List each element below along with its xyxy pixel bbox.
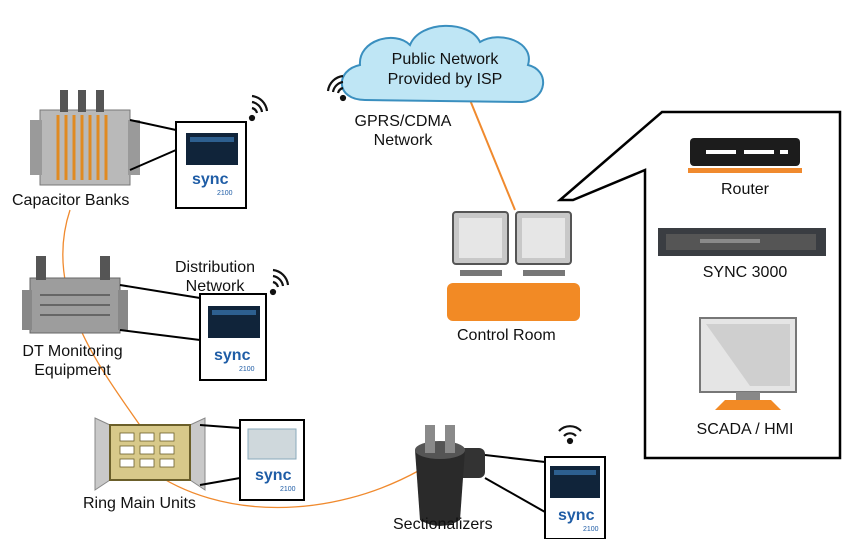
scada-monitor-icon (699, 317, 797, 410)
signal-icon-capacitor (248, 94, 269, 122)
sync-model: 2100 (280, 486, 296, 493)
link-ring-to-sectionalizer (149, 469, 421, 509)
sync-model: 2100 (217, 190, 233, 197)
sync3000-label: SYNC 3000 (702, 264, 788, 281)
link-cloud-to-control (469, 99, 516, 211)
signal-icon-gprs (326, 74, 347, 102)
cloud-line2: Provided by ISP (387, 71, 503, 88)
scada-label: SCADA / HMI (696, 421, 794, 438)
callout-line-capacitor (129, 119, 177, 131)
ring-main-unit-icon (94, 417, 206, 491)
sync-logo: sync (192, 171, 229, 188)
sync-model: 2100 (583, 526, 599, 533)
capacitor-banks-label: Capacitor Banks (12, 192, 130, 209)
callout-line-rmu (199, 424, 241, 429)
cloud-icon (340, 24, 545, 104)
monitor-left-icon (452, 211, 509, 276)
control-room-desk (447, 283, 580, 321)
link-capacitor-to-ring (62, 209, 151, 441)
sync-model: 2100 (239, 366, 255, 373)
callout-line-dt (119, 284, 201, 299)
dt-monitoring-label: DT Monitoring Equipment (22, 343, 123, 379)
sectionalizer-icon (415, 425, 485, 526)
wifi-icon-sectionalizer (558, 425, 582, 445)
gprs-label: GPRS/CDMA Network (354, 113, 452, 149)
signal-icon-distribution (269, 268, 290, 296)
sync-logo: sync (558, 507, 595, 524)
sectionalizers-label: Sectionalizers (393, 516, 493, 533)
cloud-line1: Public Network (391, 51, 499, 68)
transformer-icon (22, 256, 128, 334)
router-icon (688, 138, 802, 173)
ring-main-units-label: Ring Main Units (83, 495, 196, 512)
sync-logo: sync (214, 347, 251, 364)
distribution-label: Distribution Network (174, 259, 256, 295)
monitor-right-icon (515, 211, 572, 276)
capacitor-bank-icon (30, 90, 140, 186)
sync-logo: sync (255, 467, 292, 484)
callout-line-sect (484, 454, 546, 463)
router-label: Router (720, 181, 770, 198)
control-room-label: Control Room (457, 327, 556, 344)
sync3000-icon (658, 228, 826, 256)
cloud-label: Public Network Provided by ISP (355, 50, 535, 90)
